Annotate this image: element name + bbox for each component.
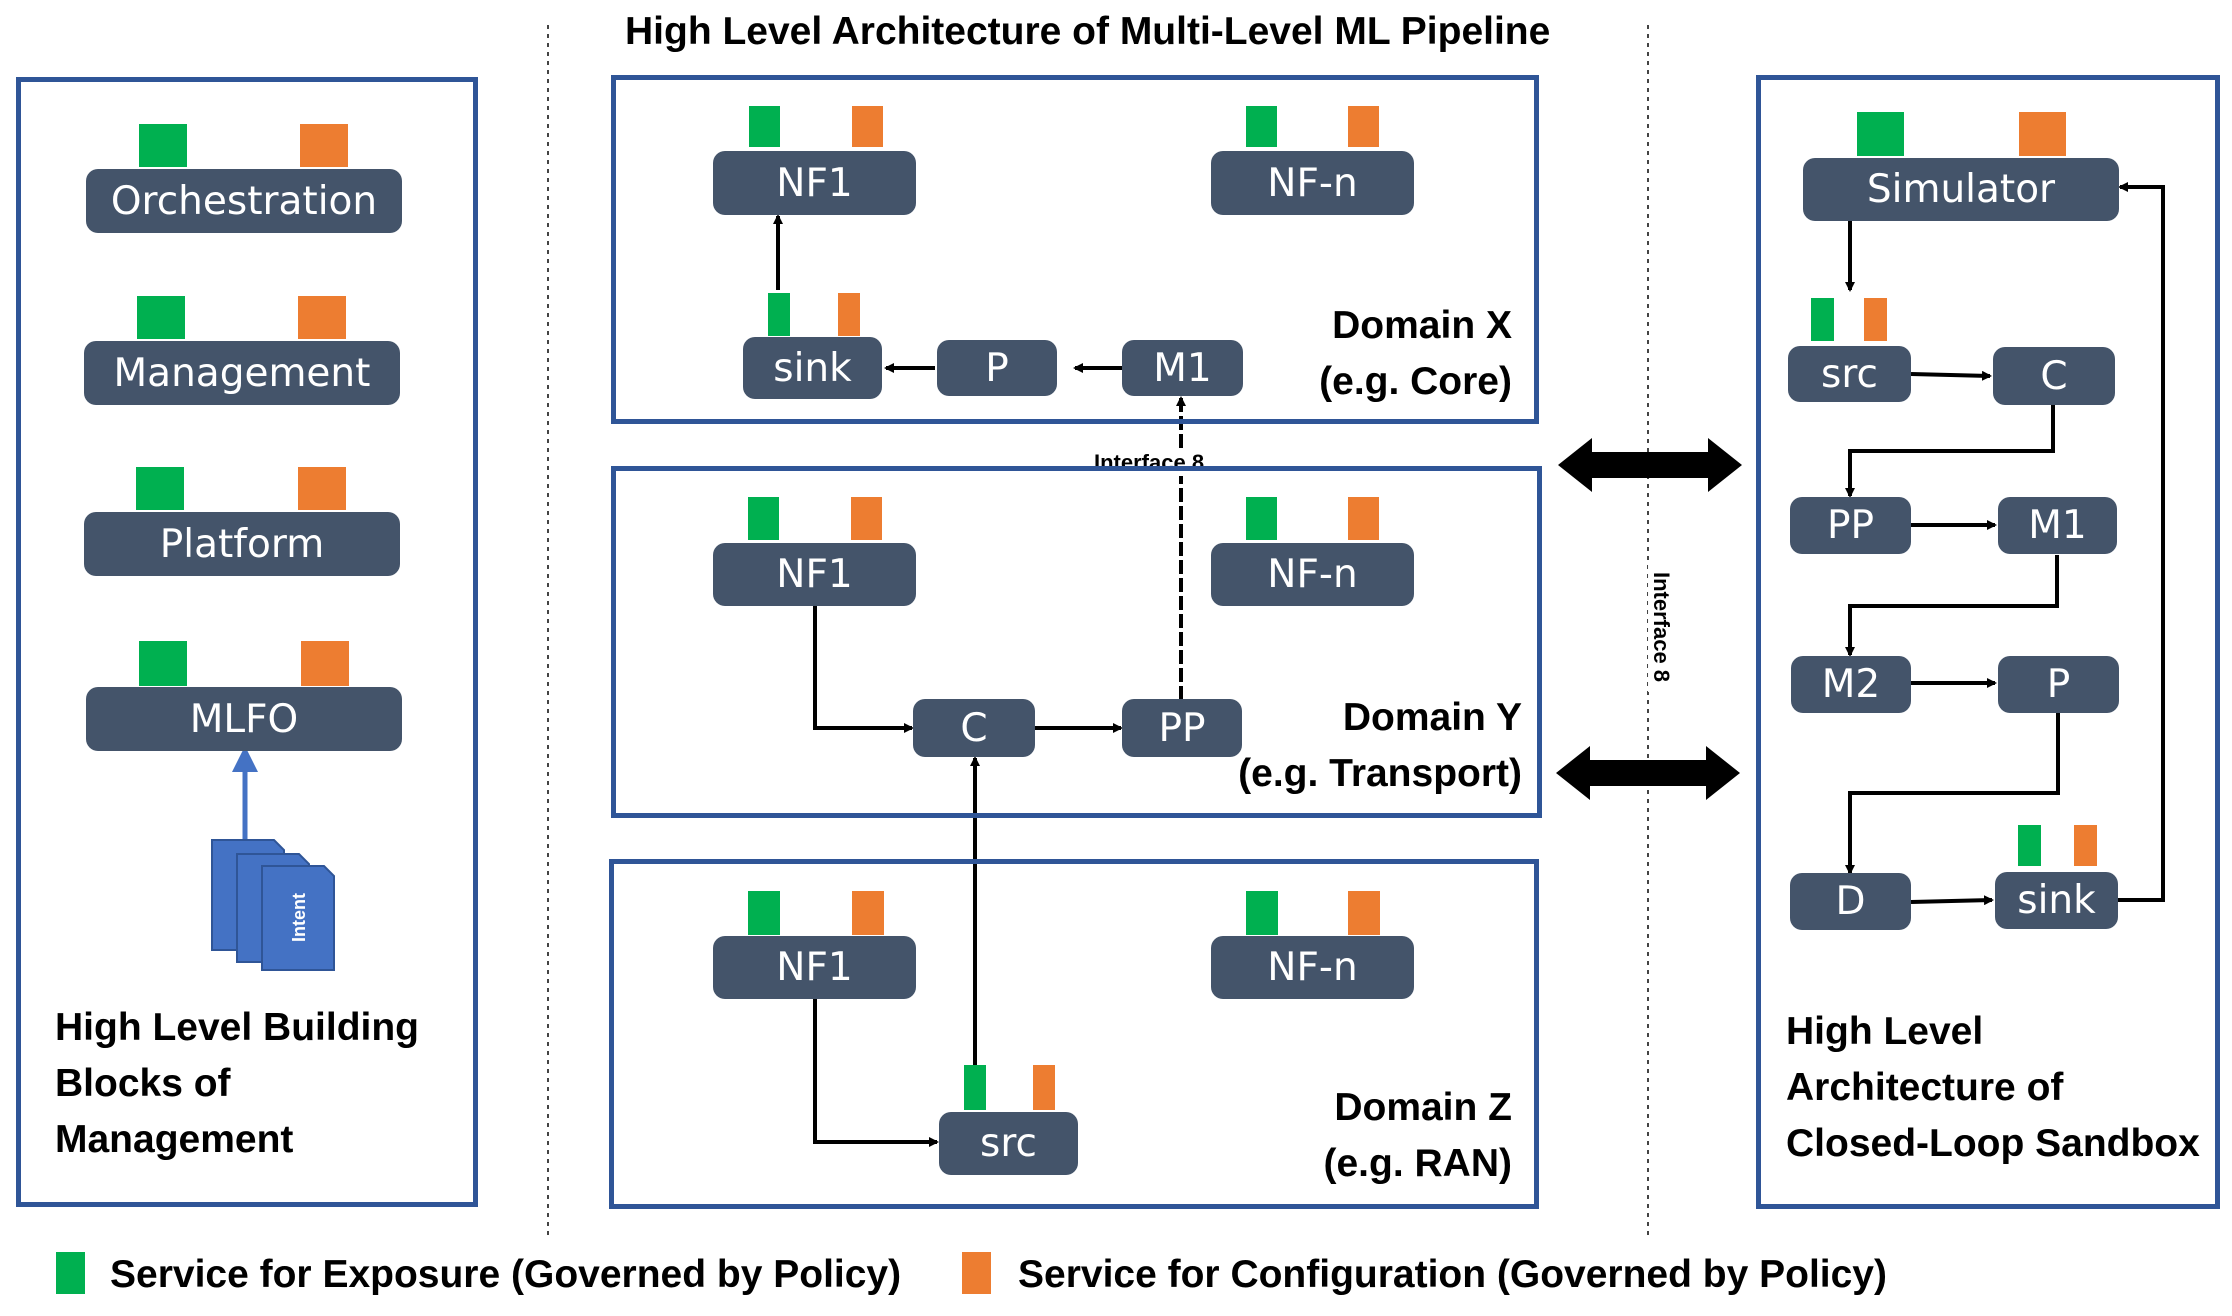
configuration-service-marker [1348, 497, 1379, 540]
interface-label-vertical: Interface 8 [1648, 561, 1675, 693]
exposure-service-marker [1246, 106, 1277, 147]
exposure-service-marker [2018, 825, 2041, 866]
sandbox-m2-node: M2 [1791, 656, 1911, 713]
domain-y-nfn-node: NF-n [1211, 543, 1414, 606]
domain-y-name: Domain Y [1342, 696, 1522, 739]
management-caption: High Level Building Blocks of Management [55, 1000, 419, 1168]
configuration-service-marker [298, 467, 346, 510]
sandbox-m1-node: M1 [1998, 497, 2117, 554]
exposure-service-marker [139, 124, 187, 167]
exposure-service-marker [1811, 298, 1834, 341]
exposure-service-marker [1246, 891, 1278, 935]
legend-exposure-swatch [56, 1252, 85, 1294]
domain-y-caption: Domain Y (e.g. Transport) [1200, 690, 1522, 802]
intent-document-icon: Intent [211, 839, 335, 971]
sandbox-caption-line: Architecture of [1786, 1066, 2064, 1109]
arrow-p-to-d-sb [1845, 713, 2060, 875]
domain-x-example: (e.g. Core) [1319, 360, 1512, 403]
domain-y-example: (e.g. Transport) [1238, 752, 1522, 795]
exposure-service-marker [139, 641, 187, 686]
domain-y-pp-node: PP [1122, 699, 1242, 757]
domain-z-nfn-node: NF-n [1211, 936, 1414, 999]
sandbox-simulator-node: Simulator [1803, 158, 2119, 221]
diagram-title: High Level Architecture of Multi-Level M… [625, 10, 1551, 53]
management-caption-line: Management [55, 1118, 294, 1161]
domain-x-caption: Domain X (e.g. Core) [1250, 298, 1512, 410]
arrow-nf1-to-src [813, 998, 939, 1147]
sandbox-caption-line: Closed-Loop Sandbox [1786, 1122, 2200, 1165]
domain-y-c-node: C [913, 699, 1035, 757]
legend-exposure-label: Service for Exposure (Governed by Policy… [110, 1253, 902, 1296]
domain-x-panel [611, 75, 1539, 424]
legend-configuration-swatch [962, 1252, 991, 1294]
arrow-c-to-pp-sb [1845, 405, 2055, 498]
domain-z-panel [609, 859, 1539, 1209]
exposure-service-marker [136, 467, 184, 510]
domain-x-m1-node: M1 [1122, 340, 1243, 396]
arrow-nf1-to-c [813, 605, 914, 733]
configuration-service-marker [852, 891, 884, 935]
domain-z-example: (e.g. RAN) [1323, 1142, 1513, 1185]
domain-x-sink-node: sink [743, 337, 882, 399]
domain-y-panel [611, 466, 1542, 818]
exposure-service-marker [748, 891, 780, 935]
domain-z-name: Domain Z [1334, 1086, 1512, 1129]
sandbox-sink-node: sink [1995, 872, 2118, 929]
sandbox-c-node: C [1993, 347, 2115, 405]
sandbox-p-node: P [1998, 656, 2119, 713]
legend-configuration-label: Service for Configuration (Governed by P… [1018, 1253, 1887, 1296]
arrow-sink-to-sim-sb [2118, 182, 2165, 902]
exposure-service-marker [137, 296, 185, 339]
sandbox-caption: High Level Architecture of Closed-Loop S… [1786, 1004, 2200, 1172]
exposure-service-marker [768, 293, 790, 336]
management-caption-line: High Level Building [55, 1006, 420, 1049]
domain-z-nf1-node: NF1 [713, 936, 916, 999]
management-caption-line: Blocks of [55, 1062, 231, 1105]
configuration-service-marker [2019, 112, 2066, 156]
orchestration-block: Orchestration [86, 169, 402, 233]
double-arrow-icon [1556, 746, 1740, 800]
management-block: Management [84, 341, 400, 405]
domain-x-nf1-node: NF1 [713, 151, 916, 215]
configuration-service-marker [1348, 106, 1379, 147]
exposure-service-marker [1857, 112, 1904, 156]
exposure-service-marker [964, 1065, 986, 1110]
sandbox-panel [1756, 75, 2220, 1209]
configuration-service-marker [1864, 298, 1887, 341]
domain-x-nfn-node: NF-n [1211, 151, 1414, 215]
management-blocks-panel [16, 77, 478, 1207]
exposure-service-marker [1246, 497, 1277, 540]
arrow-src-to-c-sb [1910, 370, 1992, 381]
arrow-m1-to-m2-sb [1845, 555, 2059, 657]
sandbox-src-node: src [1788, 346, 1911, 402]
configuration-service-marker [300, 124, 348, 167]
configuration-service-marker [1348, 891, 1380, 935]
exposure-service-marker [748, 497, 779, 540]
configuration-service-marker [298, 296, 346, 339]
configuration-service-marker [301, 641, 349, 686]
intent-label: Intent [289, 893, 309, 942]
sandbox-d-node: D [1790, 873, 1911, 930]
sandbox-pp-node: PP [1790, 497, 1911, 554]
configuration-service-marker [1033, 1065, 1055, 1110]
configuration-service-marker [2074, 825, 2097, 866]
platform-block: Platform [84, 512, 400, 576]
domain-z-src-node: src [939, 1112, 1078, 1175]
domain-x-name: Domain X [1332, 304, 1512, 347]
arrow-d-to-sink-sb [1910, 895, 1994, 906]
domain-x-p-node: P [937, 340, 1057, 396]
sandbox-caption-line: High Level [1786, 1010, 1984, 1053]
domain-z-caption: Domain Z (e.g. RAN) [1250, 1080, 1513, 1192]
exposure-service-marker [749, 106, 780, 147]
configuration-service-marker [851, 497, 882, 540]
double-arrow-icon [1558, 438, 1742, 492]
domain-y-nf1-node: NF1 [713, 543, 916, 606]
configuration-service-marker [852, 106, 883, 147]
configuration-service-marker [838, 293, 860, 336]
mlfo-block: MLFO [86, 687, 402, 751]
